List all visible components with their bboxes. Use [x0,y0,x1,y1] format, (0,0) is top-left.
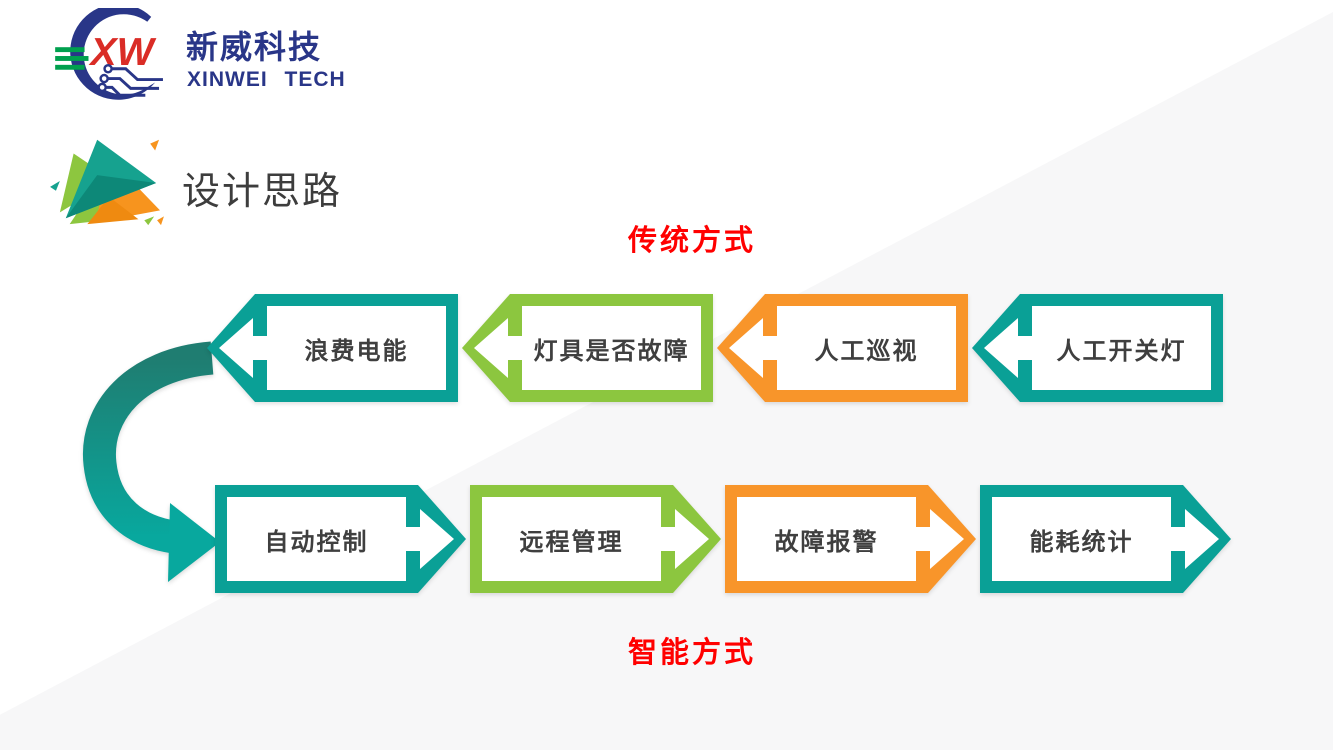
chevron-left-shape [972,294,1223,402]
chevron-left-shape [717,294,968,402]
smart-flow-label: 智能方式 [627,637,756,669]
left-arrow-icon [984,318,1050,378]
flow-step-label: 能耗统计 [1029,528,1134,556]
flow-step-energy-statistics: 能耗统计 [978,483,1233,595]
flow-step-label: 故障报警 [774,528,879,556]
flow-step-waste-energy: 浪费电能 [205,292,460,404]
left-arrow-icon [474,318,540,378]
right-arrow-icon [898,509,964,569]
chevron-left-shape [207,294,458,402]
paper-plane-icon [50,139,164,226]
left-arrow-icon [219,318,285,378]
flow-step-label: 人工巡视 [814,337,919,365]
flow-step-fault-alarm: 故障报警 [723,483,978,595]
traditional-flow-label: 传统方式 [627,225,756,257]
flow-step-label: 自动控制 [264,528,369,556]
logo-company-name-en: XINWEI TECH [187,68,346,91]
chevron-right-shape [215,485,466,593]
chevron-right-shape [470,485,721,593]
chevron-right-shape [980,485,1231,593]
right-arrow-icon [643,509,709,569]
flow-step-remote-management: 远程管理 [468,483,723,595]
logo-company-name-cn: 新威科技 [186,29,323,65]
page-title: 设计思路 [182,171,343,213]
flow-step-label: 远程管理 [519,528,624,556]
chevron-left-shape [462,294,713,402]
right-arrow-icon [1153,509,1219,569]
logo-monogram: XW [88,31,156,74]
flow-step-label: 灯具是否故障 [533,337,690,365]
curved-connector-arrow [82,341,220,582]
flow-step-label: 人工开关灯 [1056,337,1187,365]
right-arrow-icon [388,509,454,569]
flow-step-lamp-fault: 灯具是否故障 [460,292,715,404]
flow-step-auto-control: 自动控制 [213,483,468,595]
flow-step-manual-switch: 人工开关灯 [970,292,1225,404]
chevron-right-shape [725,485,976,593]
company-logo: XW 新威科技 XINWEI TECH [52,6,352,108]
flow-step-label: 浪费电能 [304,337,409,365]
left-arrow-icon [729,318,795,378]
logo-crescent-icon: XW [55,8,163,100]
flow-step-manual-patrol: 人工巡视 [715,292,970,404]
